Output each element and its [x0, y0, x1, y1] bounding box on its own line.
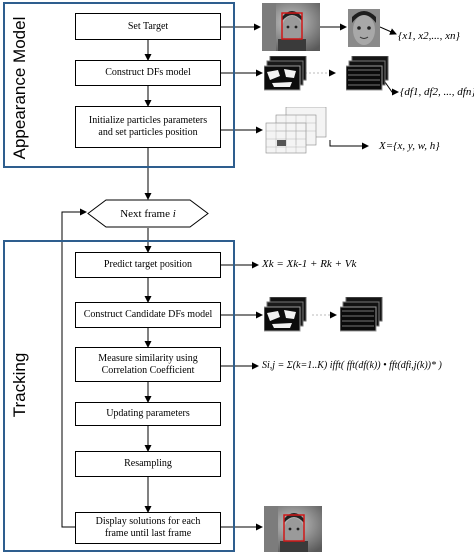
next-frame-index: i: [172, 207, 176, 220]
candidate-df-stack-2: [340, 297, 383, 332]
step-measure-line1: Measure similarity using: [98, 352, 198, 364]
step-set-target-label: Set Target: [127, 20, 169, 32]
candidate-df-stack-1: [264, 297, 307, 332]
similarity-equation: Si,j = Σ(k=1..K) ifft( fft(df(k)) • fft(…: [262, 360, 442, 371]
next-frame-decision: [87, 199, 209, 228]
step-resampling-label: Resampling: [124, 458, 172, 469]
step-init-particles-line1: Initialize particles parameters: [88, 115, 208, 126]
step-init-particles-line2: and set particles position: [98, 127, 198, 138]
step-measure-line2: Correlation Coefficient: [101, 364, 195, 376]
step-predict-label: Predict target position: [103, 259, 193, 270]
step-display-line1: Display solutions for each: [95, 516, 201, 527]
step-construct-dfs: Construct DFs model: [75, 60, 221, 86]
step-display-line2: frame until last frame: [104, 528, 192, 539]
tracking-label: Tracking: [10, 352, 29, 418]
step-construct-candidate-label: Construct Candidate DFs model: [83, 309, 213, 320]
next-frame-label: Next frame: [120, 207, 170, 220]
predict-equation: Xk = Xk-1 + Rk + Vk: [262, 258, 357, 270]
face-crop-image: [348, 9, 380, 47]
state-annotation: X={x, y, w, h}: [379, 140, 440, 152]
step-updating-label: Updating parameters: [106, 408, 190, 419]
step-resampling: Resampling: [75, 451, 221, 477]
df-model-stack-1: [264, 56, 307, 91]
face-frame-image: [262, 3, 320, 51]
next-frame-label-wrap: Next frame i: [106, 204, 190, 223]
appearance-model-label: Appearance Model: [10, 16, 29, 160]
step-init-particles: Initialize particles parameters and set …: [75, 106, 221, 148]
step-set-target: Set Target: [75, 13, 221, 40]
target-set-annotation: {x1, x2,..., xn}: [398, 30, 460, 42]
step-measure-similarity: Measure similarity using Correlation Coe…: [75, 347, 221, 382]
step-updating: Updating parameters: [75, 402, 221, 426]
step-construct-dfs-label: Construct DFs model: [105, 67, 191, 78]
step-predict: Predict target position: [75, 252, 221, 278]
particles-grid-image: [265, 107, 327, 154]
output-face-frame-image: [264, 506, 322, 552]
dfs-set-annotation: {df1, df2, ..., dfn}: [400, 86, 474, 98]
step-display-solutions: Display solutions for each frame until l…: [75, 512, 221, 544]
step-construct-candidate: Construct Candidate DFs model: [75, 302, 221, 328]
df-model-stack-2: [346, 56, 389, 91]
tracking-section: [3, 240, 235, 552]
appearance-model-section: [3, 2, 235, 168]
